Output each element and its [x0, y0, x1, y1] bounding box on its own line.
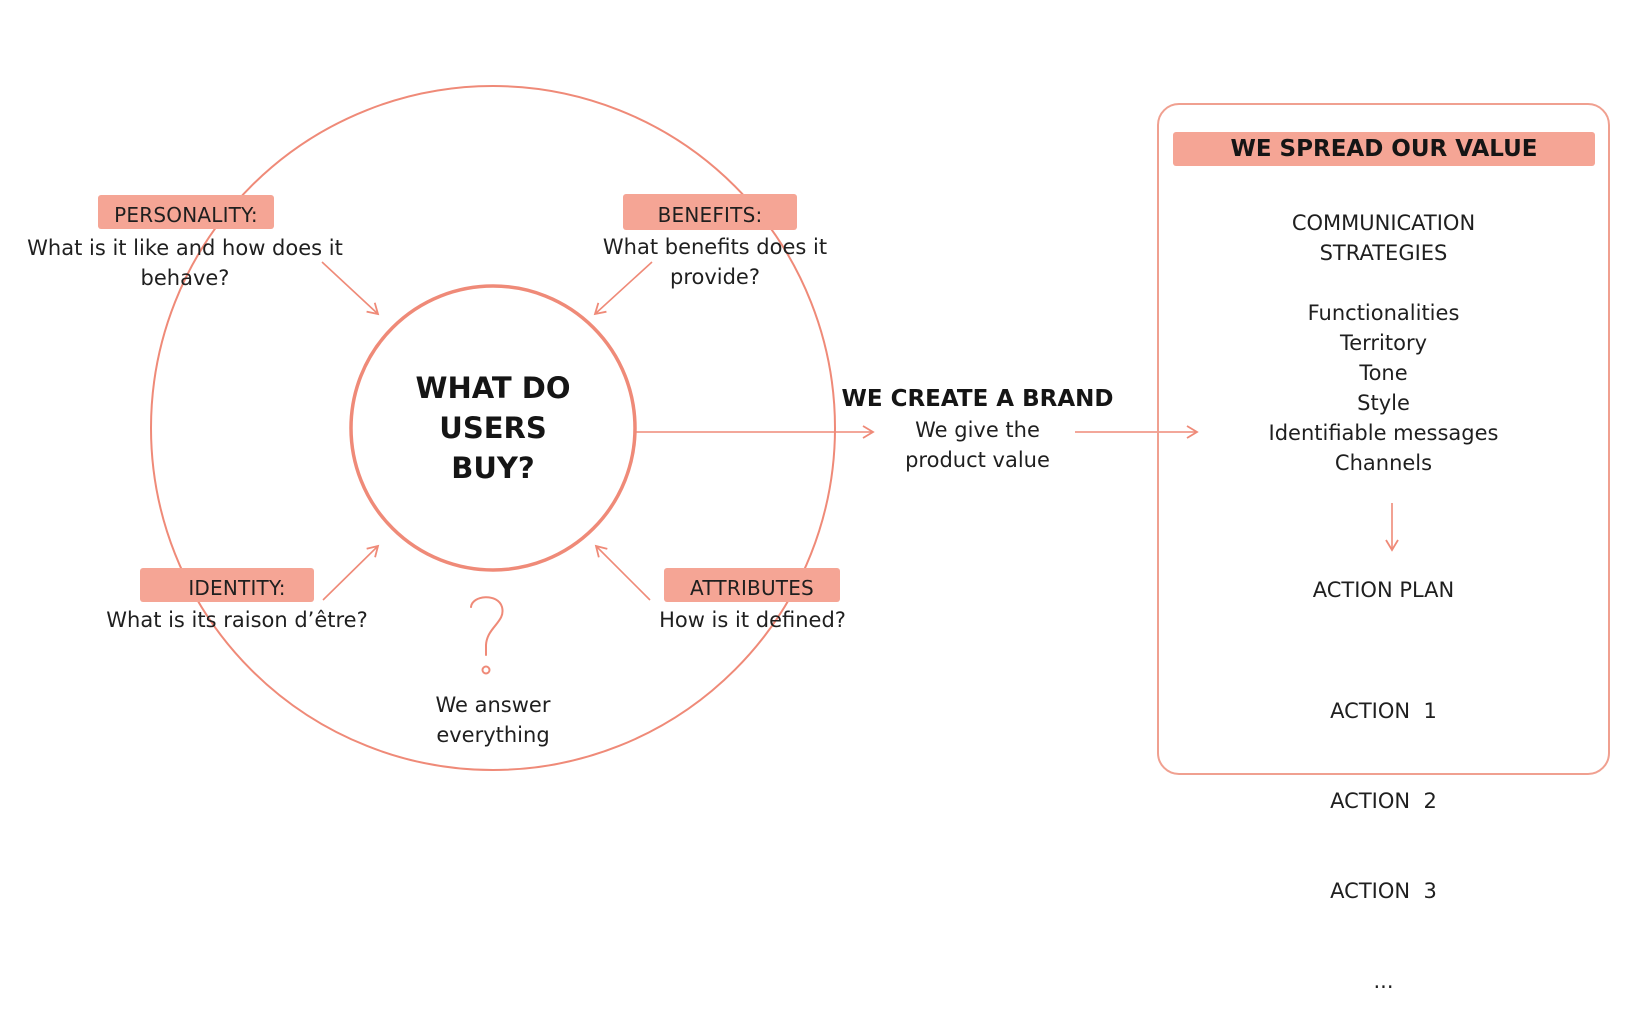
center-line-1: WHAT DO	[415, 371, 571, 405]
answer-text: We answer everything	[413, 690, 573, 750]
action-item: ACTION 2	[1330, 789, 1437, 813]
identity-highlight	[140, 568, 314, 602]
strategy-items: Functionalities Territory Tone Style Ide…	[1157, 298, 1610, 478]
panel-title-highlight	[1173, 132, 1595, 166]
panel-title: WE SPREAD OUR VALUE	[1230, 136, 1538, 162]
brand-line-2: product value	[905, 448, 1050, 472]
benefits-line-1: What benefits does it	[602, 235, 828, 259]
personality-line-1: What is it like and how does it	[27, 236, 343, 260]
brand-line-1: We give the	[915, 418, 1040, 442]
value-panel	[1157, 103, 1610, 775]
brand-title: WE CREATE A BRAND	[841, 386, 1114, 412]
outer-circle	[150, 85, 836, 771]
arrow-identity	[322, 544, 380, 601]
strategies-line-1: COMMUNICATION	[1291, 211, 1476, 235]
action-item: ...	[1373, 969, 1394, 993]
communication-strategies: COMMUNICATION STRATEGIES	[1157, 208, 1610, 268]
arrow-attributes	[594, 544, 651, 601]
benefits-line-2: provide?	[669, 265, 760, 289]
personality-title: PERSONALITY:	[114, 203, 258, 227]
action-item: ACTION 3	[1330, 879, 1437, 903]
action-list: ACTION 1 ACTION 2 ACTION 3 ...	[1157, 636, 1610, 1026]
benefits-question: What benefits does it provide?	[575, 232, 855, 292]
strategy-item: Tone	[1359, 361, 1408, 385]
personality-line-2: behave?	[140, 266, 230, 290]
center-line-2: USERS	[439, 411, 547, 445]
center-question: WHAT DO USERS BUY?	[393, 368, 593, 488]
action-item: ACTION 1	[1330, 699, 1437, 723]
answer-line-2: everything	[436, 723, 550, 747]
strategy-item: Style	[1357, 391, 1410, 415]
identity-line-1: What is its raison d’être?	[106, 608, 368, 632]
benefits-title: BENEFITS:	[657, 203, 763, 227]
question-mark-icon	[470, 596, 504, 675]
attributes-line-1: How is it defined?	[659, 608, 846, 632]
identity-title: IDENTITY:	[188, 576, 286, 600]
attributes-highlight	[664, 568, 840, 602]
attributes-title: ATTRIBUTES	[690, 576, 814, 600]
inner-circle	[349, 284, 637, 572]
strategy-item: Channels	[1334, 451, 1433, 475]
personality-question: What is it like and how does it behave?	[10, 233, 360, 293]
arrow-personality	[321, 261, 380, 316]
diagram-lines	[150, 85, 1399, 771]
center-line-3: BUY?	[451, 451, 535, 485]
attributes-question: How is it defined?	[635, 605, 870, 635]
brand-block: WE CREATE A BRAND We give the product va…	[835, 383, 1120, 475]
arrow-benefits	[593, 261, 653, 316]
strategy-item: Territory	[1339, 331, 1428, 355]
action-plan-label: ACTION PLAN	[1312, 578, 1455, 602]
identity-question: What is its raison d’être?	[82, 605, 392, 635]
strategies-line-2: STRATEGIES	[1319, 241, 1448, 265]
personality-highlight	[98, 195, 274, 229]
benefits-highlight	[623, 194, 797, 230]
strategy-item: Identifiable messages	[1268, 421, 1499, 445]
answer-line-1: We answer	[435, 693, 551, 717]
strategy-item: Functionalities	[1307, 301, 1460, 325]
